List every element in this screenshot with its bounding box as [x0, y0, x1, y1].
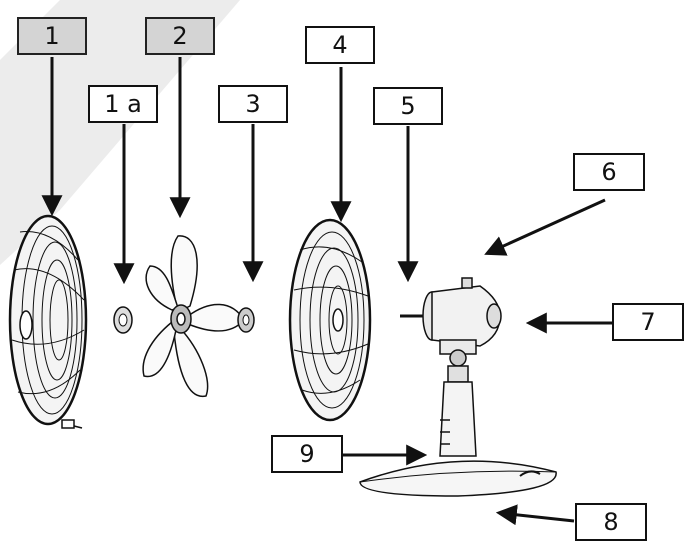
motor-and-stand — [359, 277, 557, 497]
arrow-8 — [495, 504, 575, 526]
callout-7: 7 — [612, 303, 684, 341]
callout-1-text: 1 — [44, 22, 60, 50]
callout-4-text: 4 — [332, 31, 348, 59]
callout-4: 4 — [305, 26, 375, 64]
callout-5: 5 — [373, 87, 443, 125]
callout-1: 1 — [17, 17, 87, 55]
callout-6: 6 — [573, 153, 645, 191]
callout-3: 3 — [218, 85, 288, 123]
rear-nut — [113, 306, 133, 334]
callout-2: 2 — [145, 17, 215, 55]
leader-arrows — [41, 57, 612, 526]
callout-9: 9 — [271, 435, 343, 473]
callout-2-text: 2 — [172, 22, 188, 50]
callout-8: 8 — [575, 503, 647, 541]
callout-3-text: 3 — [245, 90, 261, 118]
callout-9-text: 9 — [299, 440, 315, 468]
callout-6-text: 6 — [601, 158, 617, 186]
fan-blade — [142, 235, 245, 398]
callout-8-text: 8 — [603, 508, 619, 536]
arrow-6 — [484, 198, 606, 256]
callout-1a: 1 a — [88, 85, 158, 123]
callout-5-text: 5 — [400, 92, 416, 120]
blade-cap — [237, 307, 255, 333]
front-grille — [288, 218, 372, 422]
callout-7-text: 7 — [640, 308, 656, 336]
rear-grille — [8, 214, 88, 429]
callout-1a-text: 1 a — [104, 90, 142, 118]
